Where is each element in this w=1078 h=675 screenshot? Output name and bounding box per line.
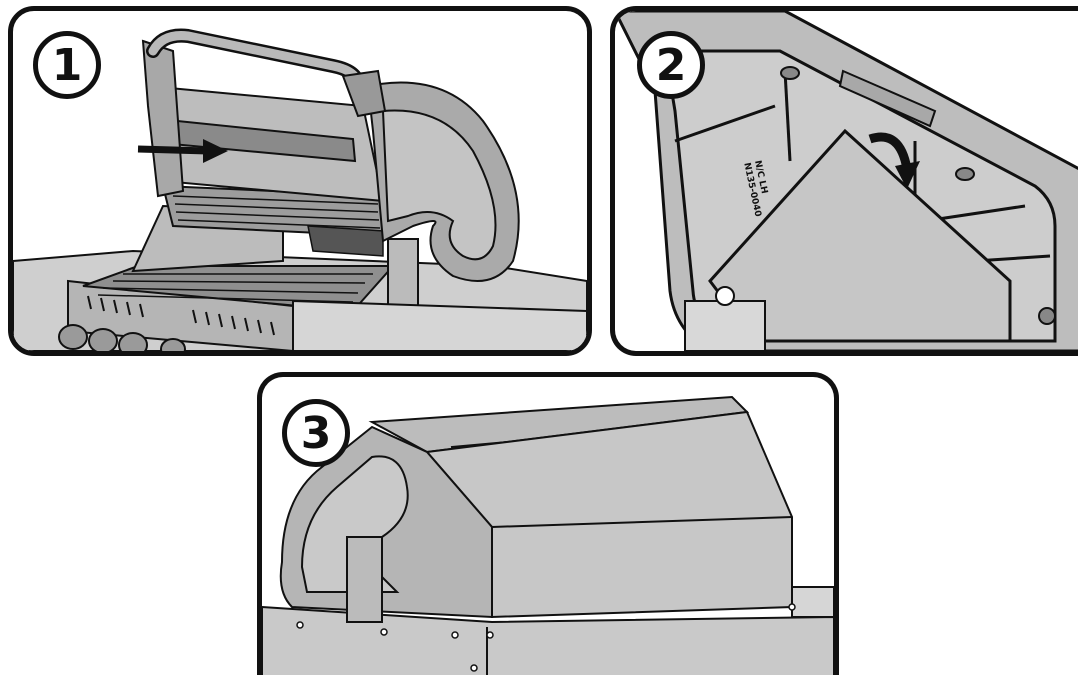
rotate-arrow-icon — [868, 132, 920, 189]
step-3-panel: 3 — [257, 372, 839, 675]
step-2-badge: 2 — [637, 31, 705, 99]
step-1-badge: 1 — [33, 31, 101, 99]
step-1-illustration — [13, 28, 587, 351]
insert-arrow-icon — [137, 139, 228, 163]
step-2-illustration: N/C LH N135-0040 — [615, 11, 1078, 351]
step-1-panel: 1 — [8, 6, 592, 356]
step-3-badge: 3 — [282, 399, 350, 467]
step-3-illustration — [262, 395, 834, 675]
step-2-panel: 2 N/C LH N135-0040 — [610, 6, 1078, 356]
